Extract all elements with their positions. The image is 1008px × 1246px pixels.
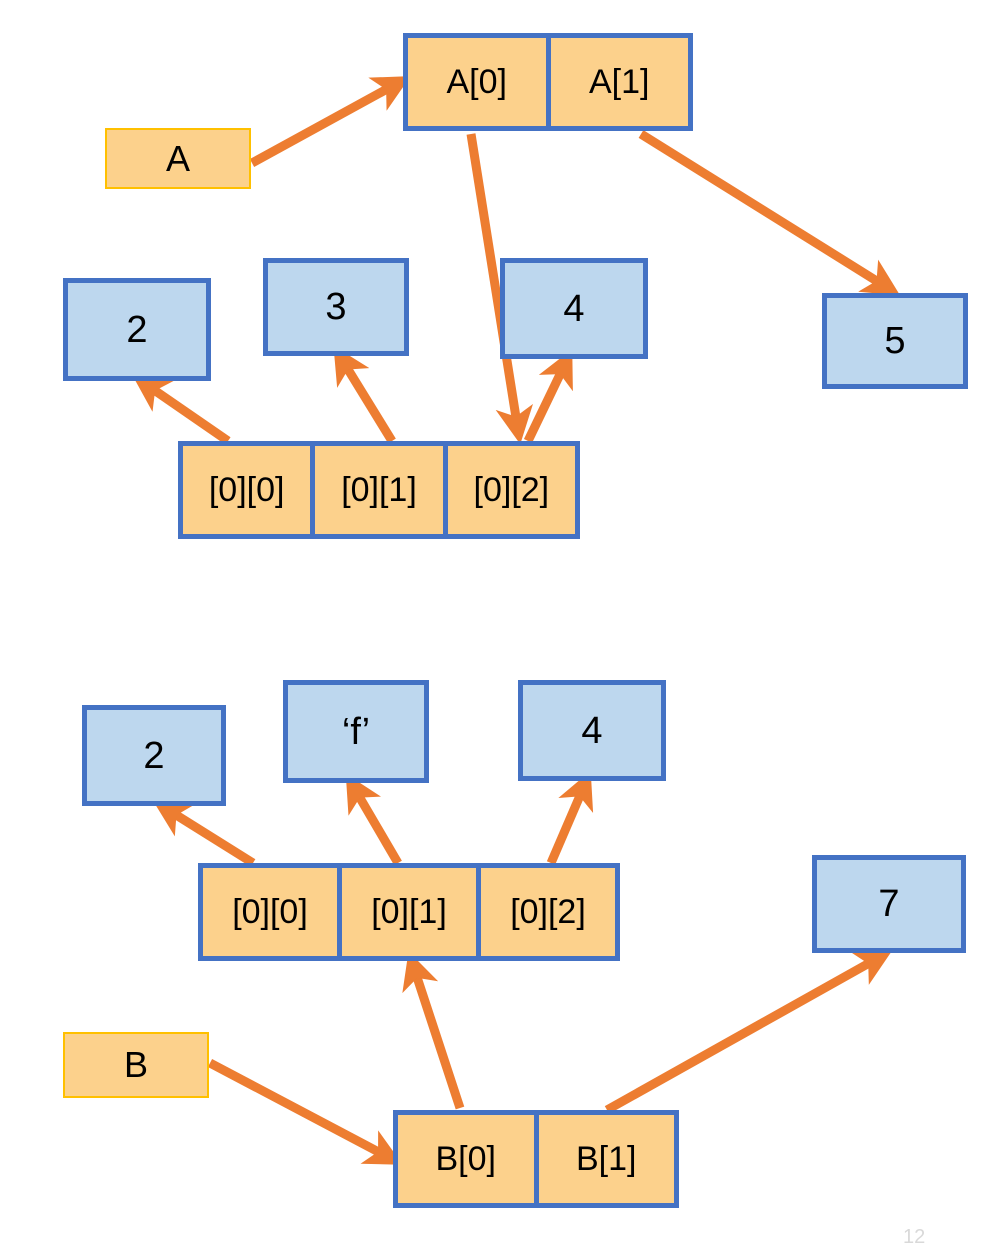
array-a-row0-cell-1[interactable]: [0][1]	[310, 446, 443, 534]
arrow-b0-to-row	[402, 951, 465, 1110]
value-box-b-7[interactable]: 7	[812, 855, 966, 953]
arrow-row02-to-four	[523, 349, 573, 443]
array-a[interactable]: A[0] A[1]	[403, 33, 693, 131]
value-box-b-f[interactable]: ‘f’	[283, 680, 429, 783]
array-a-row0-cell-0[interactable]: [0][0]	[183, 446, 311, 534]
array-b-row0-cell-2[interactable]: [0][2]	[476, 868, 615, 956]
arrow-brow01-to-f	[345, 773, 402, 866]
array-b-cell-1[interactable]: B[1]	[533, 1115, 674, 1203]
pointer-box-b[interactable]: B	[63, 1032, 209, 1098]
array-a-cell-0[interactable]: A[0]	[408, 38, 546, 126]
value-box-a-4[interactable]: 4	[500, 258, 648, 359]
array-a-cell-1[interactable]: A[1]	[545, 38, 688, 126]
array-a-row0-cell-2[interactable]: [0][2]	[442, 446, 575, 534]
pointer-box-a[interactable]: A	[105, 128, 251, 189]
array-b-row0-cell-0[interactable]: [0][0]	[203, 868, 337, 956]
value-box-b-2[interactable]: 2	[82, 705, 226, 806]
value-box-a-5[interactable]: 5	[822, 293, 968, 389]
array-b-row0-cell-1[interactable]: [0][1]	[337, 868, 476, 956]
arrow-b1-to-seven	[604, 949, 893, 1114]
arrow-row00-to-two	[132, 374, 231, 445]
value-box-a-3[interactable]: 3	[263, 258, 409, 356]
value-box-a-2[interactable]: 2	[63, 278, 211, 381]
array-b-cell-0[interactable]: B[0]	[398, 1115, 534, 1203]
value-box-b-4[interactable]: 4	[518, 680, 666, 781]
arrow-a1-to-five	[638, 130, 901, 296]
arrow-row01-to-three	[333, 345, 396, 444]
array-b-row0[interactable]: [0][0] [0][1] [0][2]	[198, 863, 620, 961]
page-number: 12	[903, 1226, 926, 1246]
array-a-row0[interactable]: [0][0] [0][1] [0][2]	[178, 441, 580, 539]
arrow-a-to-a0	[249, 76, 411, 167]
arrow-brow00-to-two	[152, 800, 256, 867]
arrow-b-to-b0	[207, 1059, 403, 1165]
array-b[interactable]: B[0] B[1]	[393, 1110, 679, 1208]
arrow-brow02-to-four	[546, 770, 594, 865]
